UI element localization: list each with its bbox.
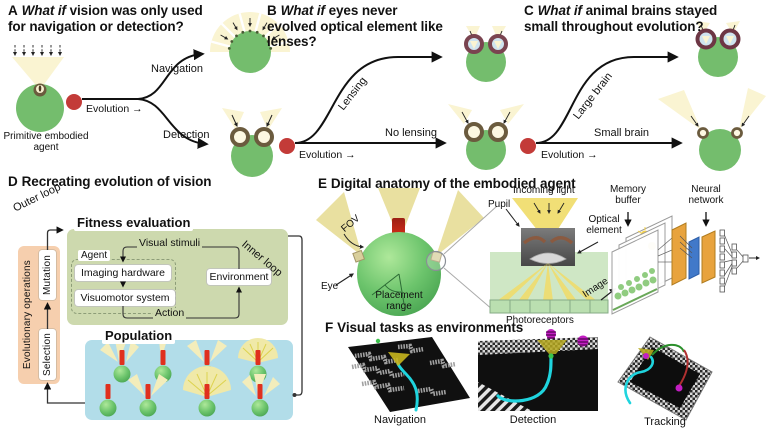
- environment-label: Environment: [209, 271, 269, 283]
- fov-cone-center: [378, 188, 420, 232]
- eye-socket-left: [352, 249, 366, 263]
- detection-agent-fov: [537, 340, 567, 354]
- eye-socket-right: [430, 250, 443, 263]
- task-label-tracking: Tracking: [644, 416, 686, 428]
- evolution-start-dot-b: [279, 138, 295, 154]
- tracking-target-1: [643, 353, 649, 359]
- neural-network-art: [657, 212, 761, 293]
- tracking-trail-green: [651, 343, 685, 356]
- agent-box-label: Agent: [78, 250, 111, 262]
- memory-buffer-label: Memory buffer: [609, 184, 647, 207]
- detection-agent: [222, 108, 282, 177]
- optical-element-pointer-arrow: [577, 241, 599, 254]
- mutation-box: Mutation: [39, 250, 56, 300]
- primitive-agent-body: [16, 84, 64, 132]
- imaging-hardware-box: Imaging hardware: [75, 265, 171, 281]
- evolution-start-dot: [66, 94, 82, 110]
- large-brain-label: Large brain: [571, 70, 615, 122]
- tracking-agent-fov: [638, 348, 654, 360]
- aperture-blade-right: [549, 236, 574, 245]
- tracking-target-2: [675, 384, 683, 392]
- fov-label: FOV: [339, 213, 363, 235]
- pupil-box: [521, 228, 575, 266]
- navigation-goal-dot: [375, 338, 381, 344]
- fitness-evaluation-title: Fitness evaluation: [74, 215, 194, 231]
- aperture-blade-left: [522, 236, 547, 245]
- neural-network-label: Neural network: [688, 184, 724, 207]
- image-arrow: [600, 287, 617, 301]
- population-to-selection-arrow: [43, 382, 85, 404]
- lensing-label: Lensing: [336, 74, 370, 113]
- visual-stimuli-label: Visual stimuli: [137, 237, 203, 250]
- eye-pointer-arrow: [335, 273, 354, 286]
- evolution-start-dot-c: [520, 138, 536, 154]
- optical-element-label: Optical element: [586, 214, 622, 237]
- pupil-pointer-arrow: [505, 208, 520, 227]
- task-label-detection: Detection: [509, 414, 557, 426]
- navigation-branch-arrow: [137, 49, 205, 100]
- magnifier-circle: [425, 250, 447, 272]
- lensed-agent: [464, 26, 508, 82]
- evo-ops-label: Evolutionary operations: [21, 260, 33, 370]
- detection-branch-label: Detection: [163, 129, 210, 141]
- detection-target-1: [546, 329, 556, 339]
- panel-f-art: [348, 329, 713, 421]
- tracking-trail-agent: [624, 355, 654, 405]
- visuomotor-box: Visuomotor system: [75, 290, 175, 306]
- action-label: Action: [153, 307, 187, 320]
- navigation-trail: [396, 362, 419, 412]
- photoreceptor-strip: [489, 299, 609, 314]
- tracking-trail-red: [678, 349, 689, 387]
- incoming-light-label: Incoming light: [513, 185, 575, 196]
- mutation-label: Mutation: [42, 255, 53, 295]
- small-brain-label: Small brain: [594, 127, 650, 139]
- environment-box: Environment: [207, 269, 271, 285]
- imaging-hardware-label: Imaging hardware: [80, 267, 166, 279]
- lens-shape: [529, 252, 567, 264]
- primitive-agent-label: Primitive embodied agent: [3, 131, 89, 154]
- detection-env-thumbnail: [478, 329, 598, 411]
- evolution-label-c: Evolution →: [541, 149, 598, 161]
- population-title: Population: [102, 328, 176, 344]
- photoreceptors-label: Photoreceptors: [506, 315, 574, 326]
- tracking-env-thumbnail: [617, 336, 713, 421]
- fov-pointer-arc: [343, 233, 365, 249]
- no-lens-agent: [448, 104, 524, 170]
- selection-label: Selection: [42, 333, 53, 376]
- small-brain-agent: [658, 88, 766, 171]
- navigation-branch-label: Navigation: [151, 63, 203, 75]
- detection-agent-dot: [548, 353, 554, 359]
- evolution-label-a: Evolution →: [86, 103, 143, 115]
- navigation-env-thumbnail: [348, 337, 470, 412]
- agent-antenna: [392, 218, 405, 256]
- population-box: [85, 340, 293, 420]
- placement-range-label: Placement range: [375, 290, 423, 313]
- detection-trail: [496, 356, 553, 403]
- no-lensing-label: No lensing: [385, 127, 437, 139]
- eye-label: Eye: [321, 281, 339, 292]
- evo-ops-label-area: Evolutionary operations: [19, 251, 35, 379]
- fov-cone-right: [436, 190, 484, 256]
- navigation-agent-fov: [388, 352, 410, 366]
- detection-target-2: [577, 335, 589, 347]
- evolution-label-b: Evolution →: [299, 149, 356, 161]
- task-label-navigation: Navigation: [374, 414, 426, 426]
- primitive-eye: [33, 83, 47, 97]
- image-label: Image: [580, 275, 611, 301]
- selection-box: Selection: [39, 329, 56, 380]
- pupil-label: Pupil: [488, 199, 511, 210]
- visuomotor-label: Visuomotor system: [80, 292, 170, 304]
